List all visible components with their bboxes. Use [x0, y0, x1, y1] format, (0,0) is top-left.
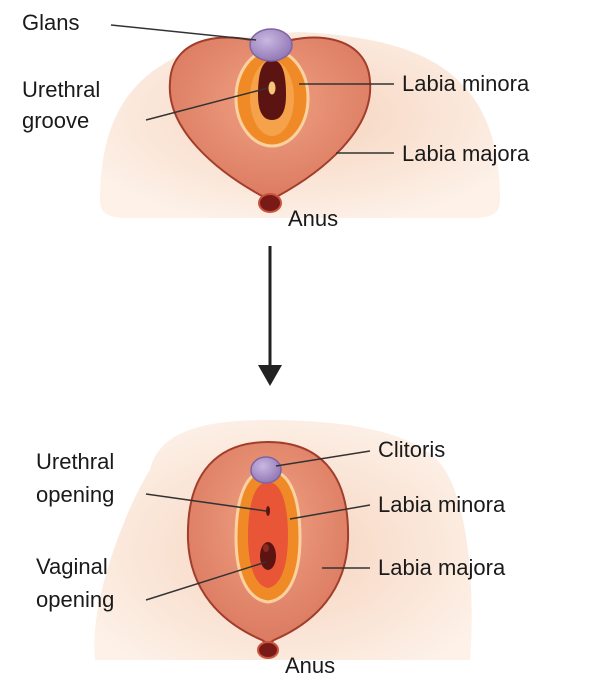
bottom-label-vaginal-opening-line1: Vaginal	[36, 554, 108, 579]
top-label-anus: Anus	[288, 206, 338, 231]
top-anus-shape	[259, 194, 281, 212]
arrow-head	[258, 365, 282, 386]
top-label-labia-majora: Labia majora	[402, 141, 529, 166]
top-diagram	[100, 25, 500, 218]
bottom-label-clitoris: Clitoris	[378, 437, 445, 462]
bottom-label-vaginal-opening-line2: opening	[36, 587, 114, 612]
bottom-vestibule-shape	[248, 482, 288, 588]
bottom-label-urethral-opening-line2: opening	[36, 482, 114, 507]
bottom-clitoris-shape	[251, 457, 281, 483]
bottom-label-labia-minora: Labia minora	[378, 492, 505, 517]
top-label-urethral-groove-line2: groove	[22, 108, 89, 133]
bottom-vaginal-opening-highlight	[263, 544, 269, 552]
bottom-urethral-opening-shape	[266, 506, 270, 516]
bottom-label-anus: Anus	[285, 653, 335, 678]
top-label-urethral-groove-line1: Urethral	[22, 77, 100, 102]
top-label-glans: Glans	[22, 10, 79, 35]
top-glans-shape	[250, 29, 292, 61]
bottom-anus-shape	[258, 642, 278, 658]
top-label-labia-minora: Labia minora	[402, 71, 529, 96]
transition-arrow	[258, 246, 282, 386]
bottom-label-urethral-opening-line1: Urethral	[36, 449, 114, 474]
top-urethral-groove-highlight	[269, 82, 275, 94]
bottom-label-labia-majora: Labia majora	[378, 555, 505, 580]
top-glans-leader	[111, 25, 256, 40]
